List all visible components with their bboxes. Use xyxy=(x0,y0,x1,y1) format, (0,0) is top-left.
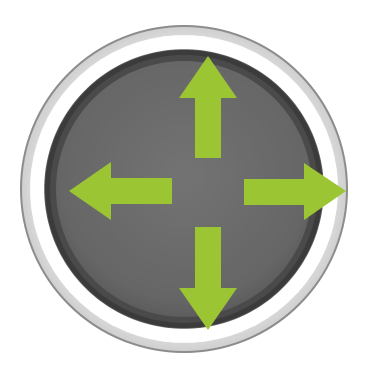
ring-slat xyxy=(176,35,192,50)
ring-slat xyxy=(320,155,337,173)
ring-slat xyxy=(212,322,231,340)
ring-slat xyxy=(163,35,180,51)
arrow-up-icon[interactable] xyxy=(179,56,237,158)
ring-slat xyxy=(33,217,51,236)
ring-slat xyxy=(150,36,168,53)
ring-slat xyxy=(163,327,180,343)
ring-slat xyxy=(317,142,335,161)
pad-face xyxy=(56,61,312,317)
ring-slat xyxy=(188,35,205,51)
ring-slat xyxy=(30,168,46,185)
ring-slat xyxy=(200,325,218,342)
ring-slat xyxy=(31,205,48,223)
ring-slat xyxy=(30,181,45,197)
arrow-left-icon[interactable] xyxy=(69,162,172,220)
ring-slat xyxy=(176,328,192,343)
ring-slat xyxy=(200,36,218,53)
ring-slat xyxy=(137,38,156,56)
ring-slat xyxy=(30,193,46,210)
ring-slat xyxy=(150,325,168,342)
ring-slat xyxy=(320,205,337,223)
ring-slat xyxy=(188,327,205,343)
arrow-down-icon[interactable] xyxy=(179,227,237,330)
arrow-right-icon[interactable] xyxy=(244,163,346,220)
ring-slat xyxy=(31,155,48,173)
ring-slats xyxy=(30,35,338,343)
